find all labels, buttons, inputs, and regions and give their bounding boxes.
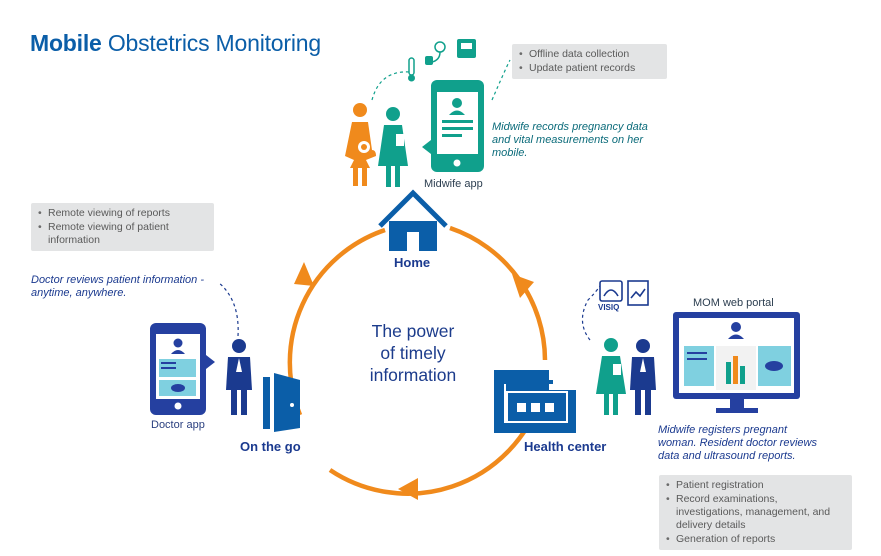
center-line-1: The power <box>371 321 455 341</box>
doctor-phone <box>150 323 215 415</box>
door-icon <box>263 373 300 432</box>
onthego-bullet: Remote viewing of patient information <box>37 221 208 247</box>
blood-pressure-icon <box>425 41 446 65</box>
health-center-label: Health center <box>524 439 607 454</box>
page-title: Mobile Obstetrics Monitoring <box>30 30 321 57</box>
house-icon <box>378 189 448 251</box>
onthego-description: Doctor reviews patient information - any… <box>31 274 205 299</box>
monitor-icon <box>673 312 800 413</box>
portal-label: MOM web portal <box>693 297 774 309</box>
onthego-bullets: Remote viewing of reports Remote viewing… <box>31 203 214 251</box>
midwife-phone <box>422 80 484 172</box>
pregnant-woman-icon <box>345 103 376 186</box>
title-bold: Mobile <box>30 30 102 56</box>
arrow-right <box>512 274 534 298</box>
thermometer-icon <box>408 57 415 82</box>
arrow-bottom <box>398 478 418 500</box>
onthego-bullet: Remote viewing of reports <box>37 207 208 220</box>
building-icon <box>494 370 576 433</box>
doctor-app-label: Doctor app <box>151 419 205 431</box>
midwife-icon-right <box>596 338 626 415</box>
cycle-arrows <box>294 262 534 500</box>
scale-icon <box>457 39 476 58</box>
arrow-left <box>294 262 314 286</box>
home-bullets: Offline data collection Update patient r… <box>512 44 667 79</box>
resident-doctor-icon <box>630 339 656 415</box>
health-center-description: Midwife registers pregnant woman. Reside… <box>658 424 817 462</box>
home-description: Midwife records pregnancy data and vital… <box>492 121 648 159</box>
center-text: The power of timely information <box>343 320 483 386</box>
health-center-bullet: Record examinations, investigations, man… <box>665 493 846 532</box>
doctor-icon <box>226 339 252 415</box>
onthego-label: On the go <box>240 439 301 454</box>
health-center-bullet: Generation of reports <box>665 533 846 546</box>
midwife-app-label: Midwife app <box>424 178 483 190</box>
title-rest: Obstetrics Monitoring <box>107 30 321 56</box>
report-icon <box>627 280 649 306</box>
center-line-3: information <box>369 365 457 385</box>
midwife-icon <box>378 107 408 187</box>
health-center-bullets: Patient registration Record examinations… <box>659 475 852 550</box>
center-line-2: of timely <box>380 343 446 363</box>
health-center-bullet: Patient registration <box>665 479 846 492</box>
visiq-label: VISIQ <box>598 303 620 312</box>
ultrasound-icon <box>599 280 623 302</box>
home-bullet: Offline data collection <box>518 48 661 61</box>
home-label: Home <box>394 255 431 270</box>
home-bullet: Update patient records <box>518 62 661 75</box>
